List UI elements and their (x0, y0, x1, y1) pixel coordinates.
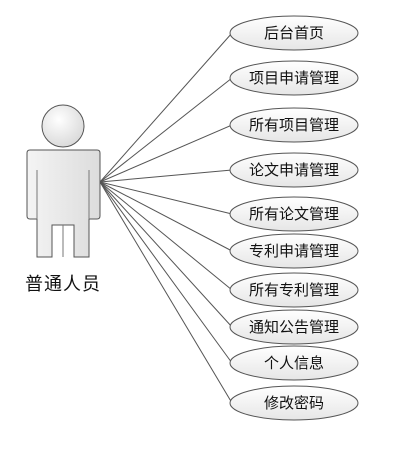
association-line (99, 181, 233, 404)
use-case-oval: 所有项目管理 (229, 107, 359, 143)
actor-label: 普通人员 (25, 274, 101, 295)
use-case-label: 修改密码 (264, 394, 324, 412)
association-line (99, 124, 233, 183)
use-case-oval: 专利申请管理 (229, 233, 359, 269)
use-case-label: 专利申请管理 (249, 242, 339, 260)
use-case-oval: 论文申请管理 (229, 152, 359, 188)
use-case-oval: 所有论文管理 (229, 196, 359, 232)
association-line (99, 181, 233, 252)
use-case-label: 项目申请管理 (249, 69, 339, 87)
use-case-oval: 修改密码 (229, 385, 359, 421)
association-line (99, 181, 233, 215)
use-case-oval: 项目申请管理 (229, 60, 359, 96)
use-case-oval: 所有专利管理 (229, 272, 359, 308)
use-case-oval: 个人信息 (229, 345, 359, 381)
association-line (99, 181, 233, 291)
association-line (99, 181, 233, 328)
use-case-list: 后台首页项目申请管理所有项目管理论文申请管理所有论文管理专利申请管理所有专利管理… (229, 15, 359, 421)
use-case-oval: 后台首页 (229, 15, 359, 51)
association-line (99, 32, 233, 183)
use-case-label: 所有专利管理 (249, 281, 339, 299)
association-line (99, 181, 233, 364)
use-case-label: 论文申请管理 (249, 161, 339, 179)
actor-figure-icon (26, 104, 101, 258)
use-case-label: 个人信息 (264, 354, 324, 372)
association-line (99, 77, 233, 183)
use-case-label: 后台首页 (264, 24, 324, 42)
use-case-label: 所有项目管理 (249, 116, 339, 134)
association-line (99, 169, 233, 183)
use-case-label: 通知公告管理 (249, 318, 339, 336)
association-lines (99, 32, 233, 404)
use-case-label: 所有论文管理 (249, 205, 339, 223)
use-case-oval: 通知公告管理 (229, 309, 359, 345)
